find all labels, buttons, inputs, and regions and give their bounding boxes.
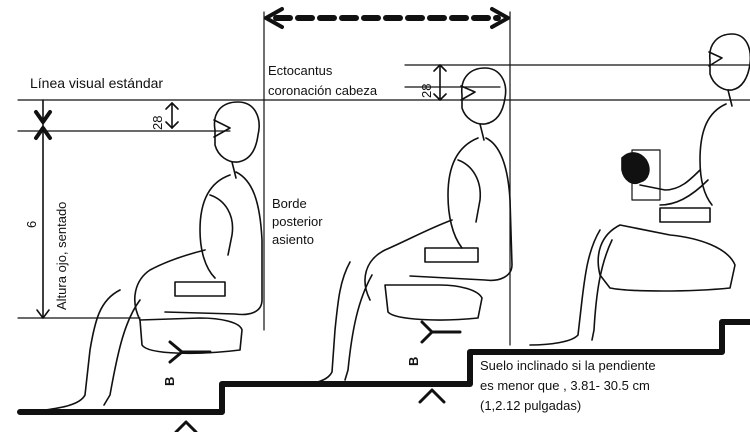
- dim-28-mid: 28: [419, 83, 434, 98]
- b-marker-left: [168, 340, 212, 364]
- label-posterior: posterior: [272, 214, 323, 229]
- dim-b-mid: B: [406, 356, 421, 366]
- dim-b-left: B: [162, 376, 177, 386]
- b-marker-mid-bottom: [418, 388, 446, 404]
- stepped-floor: [17, 319, 750, 415]
- dim-eye-height-arrow-bottom: [36, 309, 50, 319]
- seated-person-left: [44, 101, 263, 411]
- seated-person-right: [529, 33, 750, 346]
- dim-eye-height-marker-top: [34, 110, 52, 140]
- b-marker-mid: [420, 320, 462, 344]
- label-suelo-3: (1,2.12 pulgadas): [480, 398, 582, 413]
- dim-28-left: 28: [150, 115, 165, 130]
- row-spacing-arrowhead-left: [264, 7, 284, 29]
- dim-28-mid-arrow-top: [433, 64, 447, 72]
- label-ectocantus: Ectocantus: [268, 63, 333, 78]
- label-linea-visual: Línea visual estándar: [30, 75, 164, 91]
- label-suelo-2: es menor que , 3.81- 30.5 cm: [480, 378, 650, 393]
- label-borde: Borde: [272, 196, 307, 211]
- row-spacing-arrowhead-right: [490, 7, 510, 29]
- label-coronacion: coronación cabeza: [268, 83, 378, 98]
- dim-28-mid-arrow-bottom: [433, 93, 447, 101]
- dim-28-left-arrow-bottom: [165, 121, 179, 129]
- b-marker-left-bottom: [174, 420, 198, 432]
- dim-28-left-arrow-top: [165, 102, 179, 110]
- label-altura-ojo: Altura ojo, sentado: [54, 201, 69, 310]
- label-suelo-1: Suelo inclinado si la pendiente: [480, 358, 656, 373]
- seated-person-middle: [304, 67, 513, 385]
- label-asiento: asiento: [272, 232, 314, 247]
- dim-6: 6: [24, 220, 39, 228]
